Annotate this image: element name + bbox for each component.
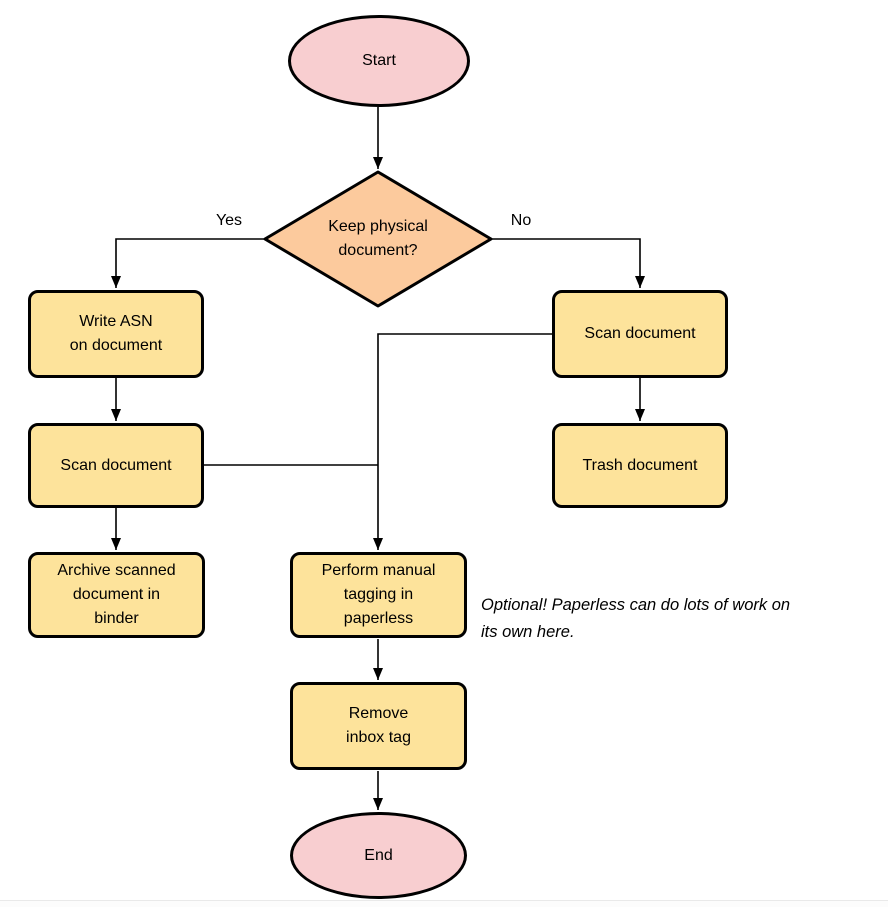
edge-label-yes: Yes [215, 212, 243, 229]
node-decision: Keep physical document? [278, 191, 478, 287]
edge-scan-right-to-perform-tagging [373, 333, 553, 550]
decision-diamond-shape [263, 170, 493, 308]
node-write-asn: Write ASN on document [28, 290, 204, 378]
optional-note: Optional! Paperless can do lots of work … [481, 596, 791, 641]
node-start-label: Start [362, 52, 396, 69]
node-archive-document: Archive scanned document in binder [28, 552, 205, 638]
node-decision-label: Keep physical document? [328, 218, 428, 259]
node-trash-document: Trash document [552, 423, 728, 508]
node-scan-document-right-label: Scan document [584, 325, 696, 342]
node-remove-inbox-tag: Remove inbox tag [290, 682, 467, 770]
node-perform-tagging-label: Perform manual tagging in paperless [321, 562, 436, 627]
edge-label-no: No [510, 212, 532, 229]
node-archive-document-label: Archive scanned document in binder [57, 562, 176, 627]
node-scan-document-right: Scan document [552, 290, 728, 378]
node-remove-inbox-tag-label: Remove inbox tag [346, 705, 411, 746]
node-end-label: End [364, 846, 393, 864]
node-start: Start [288, 15, 470, 107]
page-bottom-edge [0, 900, 888, 907]
node-scan-document-left: Scan document [28, 423, 204, 508]
node-write-asn-label: Write ASN on document [69, 313, 163, 354]
node-scan-document-left-label: Scan document [60, 456, 172, 474]
edge-decision-yes-to-write-asn [111, 238, 265, 288]
node-perform-tagging: Perform manual tagging in paperless [290, 552, 467, 638]
node-trash-document-label: Trash document [582, 456, 698, 474]
node-end: End [290, 812, 467, 899]
edge-decision-no-to-scan-right [491, 238, 645, 288]
